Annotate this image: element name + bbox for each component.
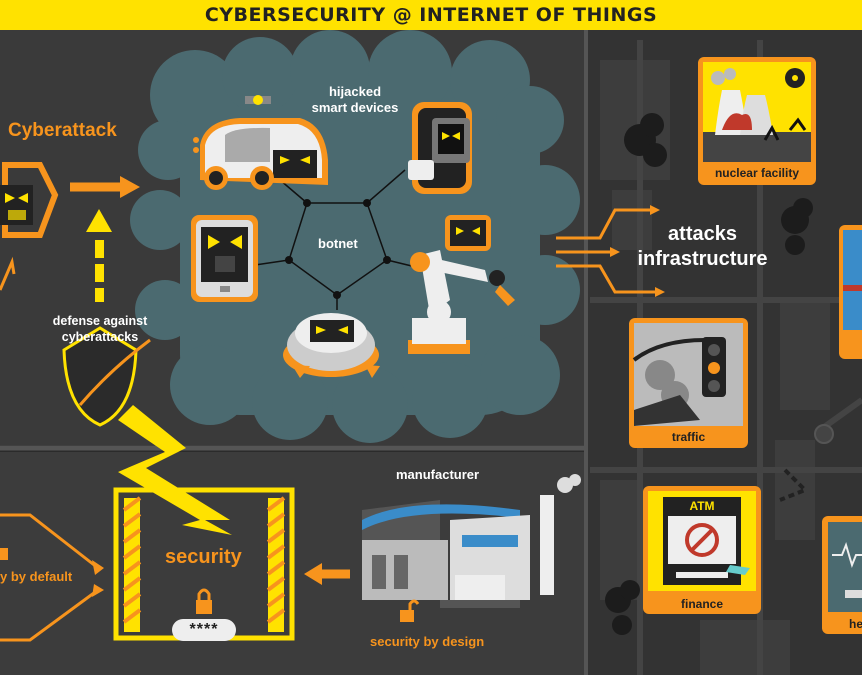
traffic-card bbox=[629, 318, 748, 448]
partial-card-right-top bbox=[839, 225, 862, 359]
defense-label: defense against cyberattacks bbox=[40, 313, 160, 345]
health-label: he bbox=[849, 617, 862, 631]
traffic-label: traffic bbox=[671, 430, 706, 444]
hijacked-devices-label: hijacked smart devices bbox=[300, 84, 410, 116]
page-title: CYBERSECURITY @ INTERNET OF THINGS bbox=[0, 0, 862, 30]
attacks-infrastructure-label: attacks infrastructure bbox=[625, 222, 780, 272]
security-by-default-label: y by default bbox=[0, 569, 73, 584]
atm-label: ATM bbox=[689, 499, 715, 513]
security-vault bbox=[113, 487, 295, 641]
padlock-open-icon bbox=[400, 599, 420, 622]
infrastructure-attack-arrows bbox=[556, 208, 655, 294]
security-by-design-label: security by design bbox=[370, 634, 485, 649]
robot-arm-icon bbox=[408, 215, 515, 354]
hijacked-line-2: smart devices bbox=[311, 100, 399, 115]
finance-label: finance bbox=[680, 597, 723, 611]
factory-icon bbox=[362, 474, 581, 608]
cyberattack-label: Cyberattack bbox=[8, 120, 117, 141]
smart-car-icon bbox=[193, 95, 328, 190]
security-label: security bbox=[165, 546, 242, 568]
health-card bbox=[822, 516, 862, 634]
smoke-clouds bbox=[605, 113, 813, 635]
nuclear-facility-card bbox=[698, 57, 816, 185]
atm-card bbox=[643, 486, 761, 614]
botnet-nodes bbox=[285, 199, 391, 299]
robot-vacuum-icon bbox=[283, 313, 380, 378]
cyberattack-emblem bbox=[0, 162, 59, 291]
password-field: **** bbox=[189, 621, 219, 638]
manufacturer-label: manufacturer bbox=[396, 467, 480, 482]
nuclear-facility-label: nuclear facility bbox=[714, 166, 800, 180]
defense-line-2: cyberattacks bbox=[61, 330, 139, 344]
defense-line-1: defense against bbox=[52, 314, 148, 328]
attacks-line-1: attacks bbox=[668, 223, 737, 245]
defense-arrow bbox=[86, 209, 112, 232]
hijacked-line-1: hijacked bbox=[328, 84, 382, 99]
security-by-default-arrows bbox=[0, 513, 99, 642]
botnet-label: botnet bbox=[318, 236, 358, 251]
map-roundabout bbox=[814, 424, 834, 444]
padlock-left-icon bbox=[0, 548, 8, 560]
lightning-bolt bbox=[118, 405, 232, 535]
attacks-line-2: infrastructure bbox=[637, 248, 768, 270]
smartwatch-icon bbox=[408, 102, 472, 194]
shield-icon bbox=[62, 326, 151, 427]
tablet-icon bbox=[191, 215, 258, 302]
